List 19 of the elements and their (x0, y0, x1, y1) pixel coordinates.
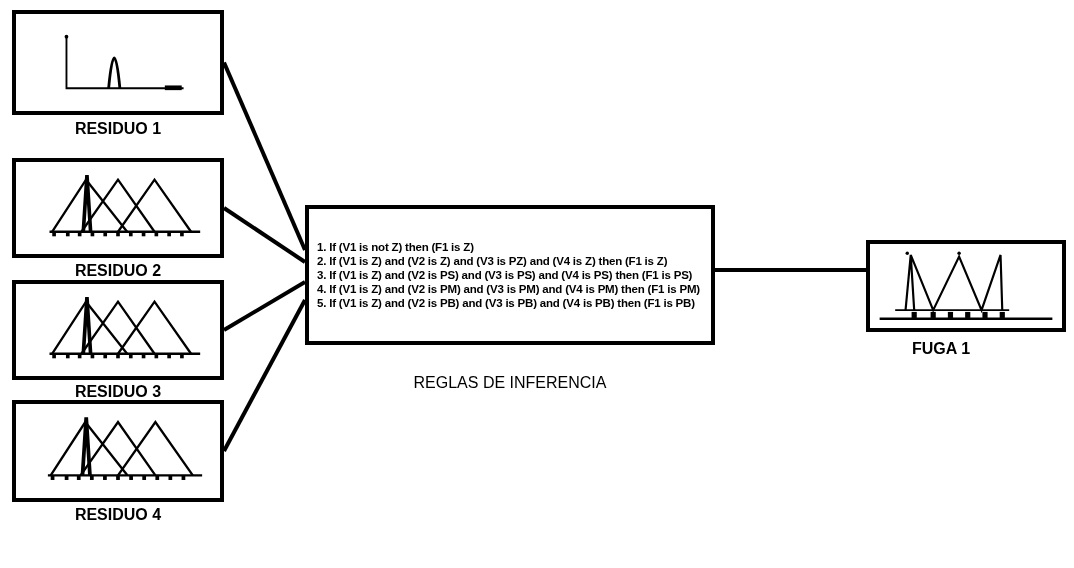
plot-box (12, 158, 224, 258)
plot-box (12, 280, 224, 380)
node-caption: RESIDUO 3 (73, 383, 163, 401)
connector-line (223, 280, 306, 332)
rules-box (305, 205, 715, 345)
node-caption: RESIDUO 4 (73, 506, 163, 524)
rule-text: 2. If (V1 is Z) and (V2 is Z) and (V3 is PZ) and (V4 is Z) then (F1 is Z) (317, 254, 669, 268)
node-caption: REGLAS DE INFERENCIA (412, 374, 608, 392)
node-caption: RESIDUO 2 (73, 262, 163, 280)
node-caption: FUGA 1 (910, 340, 972, 358)
plot-box (866, 240, 1066, 332)
rule-text: 1. If (V1 is not Z) then (F1 is Z) (317, 240, 475, 254)
plot-box (12, 10, 224, 115)
node-caption: RESIDUO 1 (73, 120, 163, 138)
plot-box (12, 400, 224, 502)
rule-text: 3. If (V1 is Z) and (V2 is PS) and (V3 is PS) and (V4 is PS) then (F1 is PS) (317, 268, 694, 282)
rule-text: 5. If (V1 is Z) and (V2 is PB) and (V3 is PB) and (V4 is PB) then (F1 is PB) (317, 296, 696, 310)
rule-text: 4. If (V1 is Z) and (V2 is PM) and (V3 is PM) and (V4 is PM) then (F1 is PM) (317, 282, 701, 296)
connector-line (715, 268, 866, 272)
